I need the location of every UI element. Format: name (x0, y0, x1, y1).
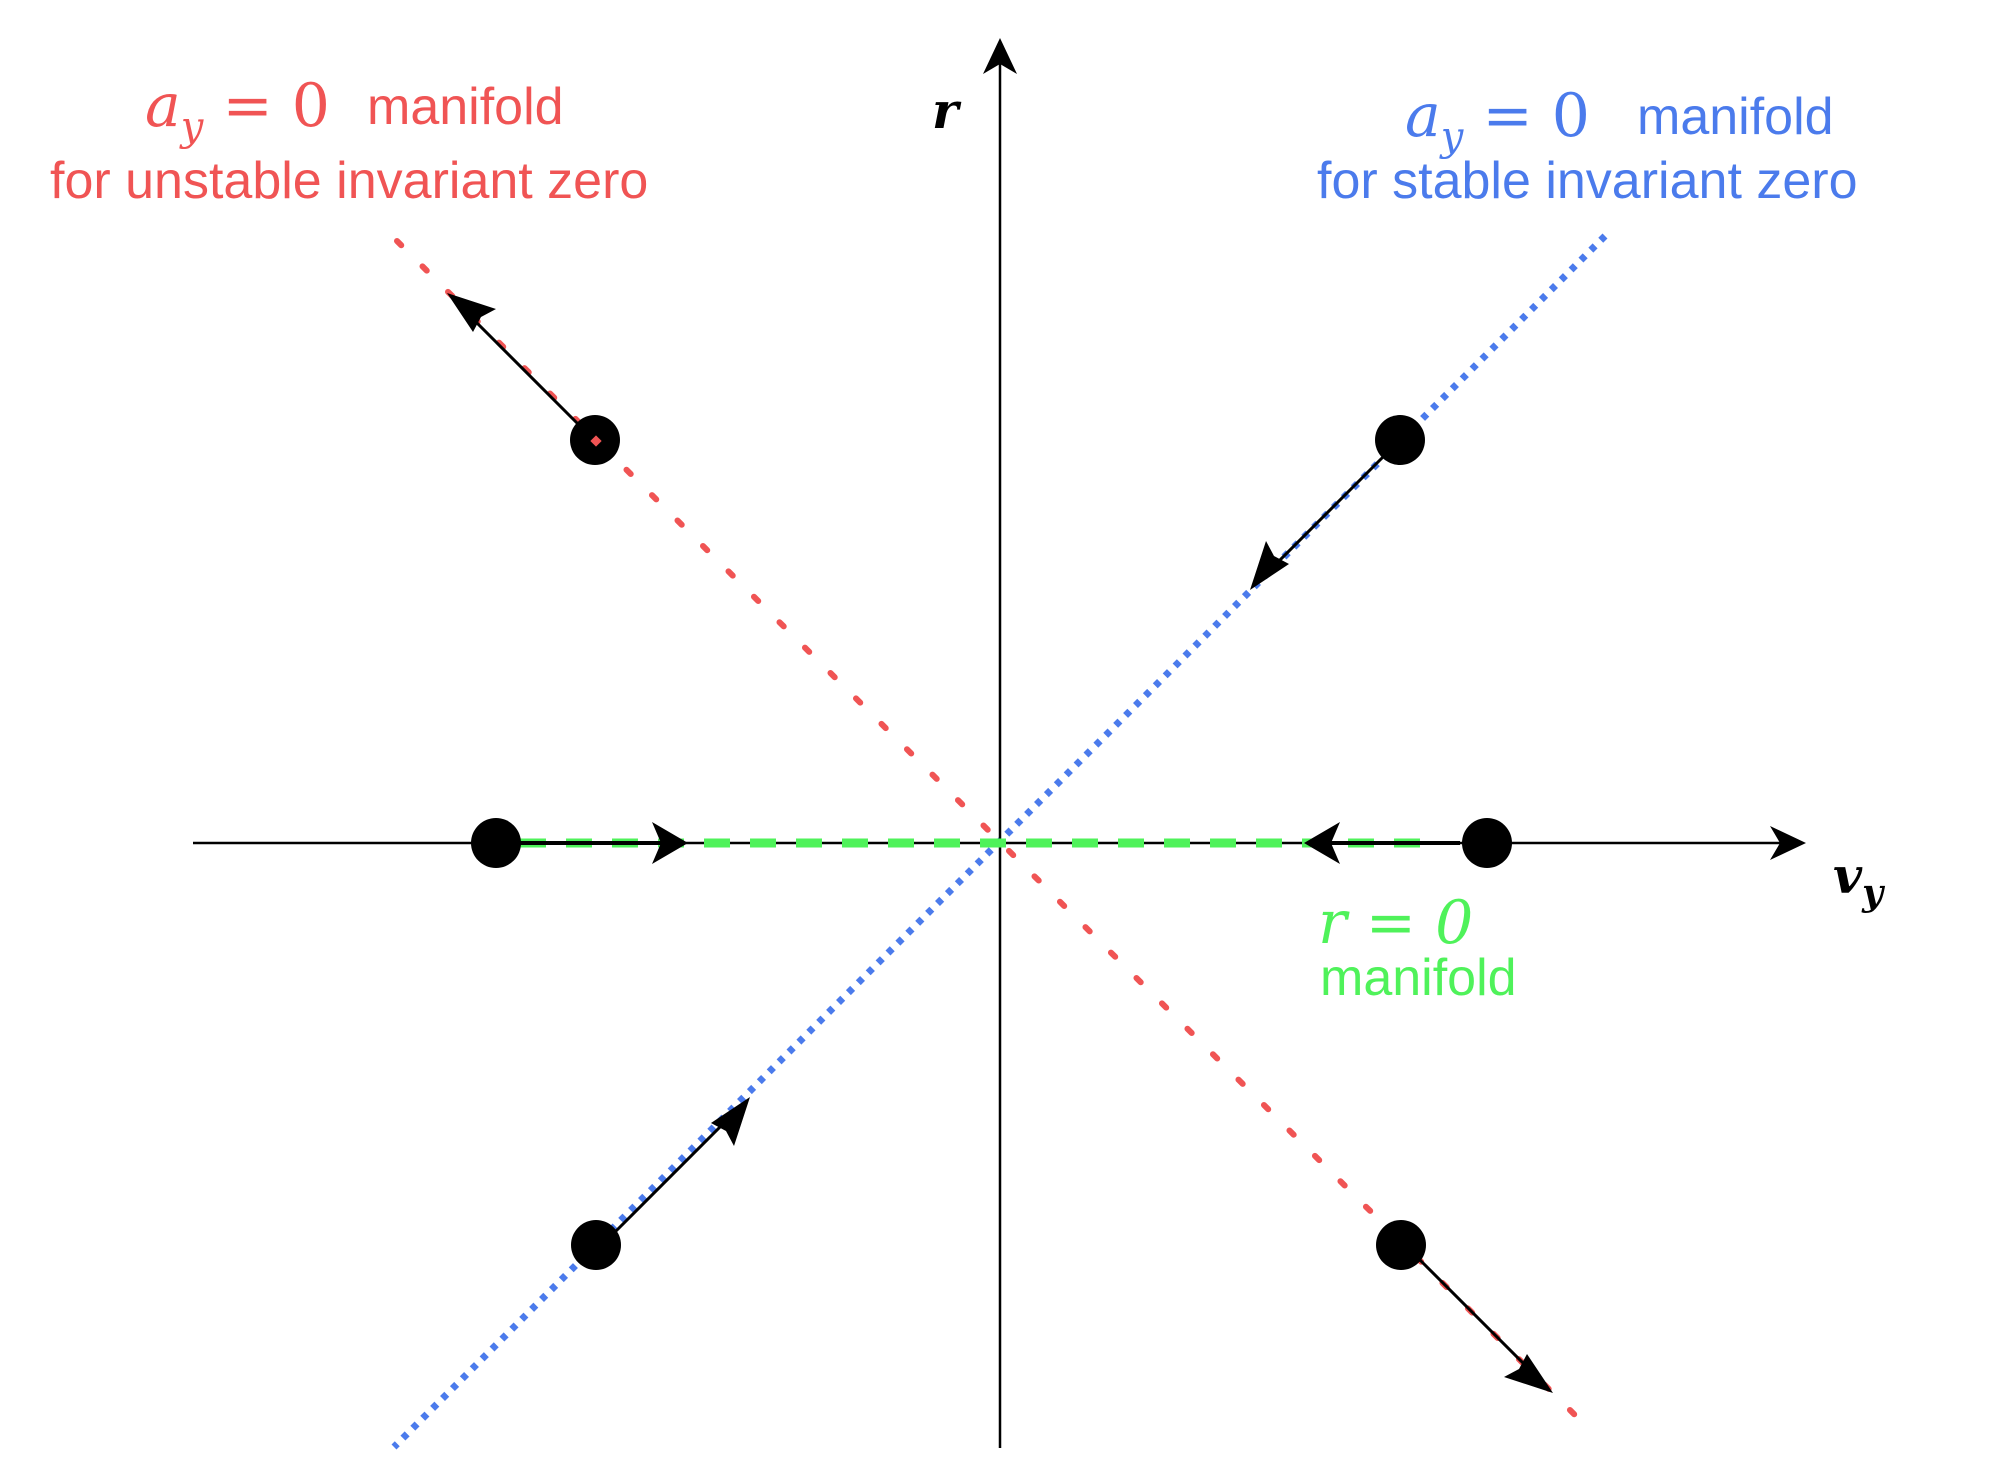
svg-text:ay = 0: ay = 0 (145, 71, 330, 150)
svg-text:manifold: manifold (367, 78, 564, 136)
state-dot-left (471, 818, 521, 868)
arrowhead-icon (652, 822, 688, 864)
trajectory-upper-left (447, 293, 582, 428)
trajectory-lower-right (1416, 1256, 1553, 1393)
svg-text:r = 0: r = 0 (1318, 888, 1473, 958)
svg-text:for stable invariant zero: for stable invariant zero (1317, 152, 1858, 210)
arrowhead-icon (447, 293, 496, 332)
unstable-manifold-dot-overlay (590, 435, 602, 447)
trajectory-lower-left (613, 1097, 750, 1234)
arrowhead-icon (1250, 541, 1289, 590)
unstable-manifold-label: ay = 0 manifold for unstable invariant z… (50, 71, 648, 210)
state-dot-lower-right (1376, 1220, 1426, 1270)
arrowhead-icon (1304, 822, 1340, 864)
svg-text:for unstable invariant zero: for unstable invariant zero (50, 152, 648, 210)
y-axis-label: r (932, 81, 962, 140)
y-axis-arrowhead (983, 38, 1017, 74)
arrowhead-icon (1504, 1354, 1553, 1393)
svg-text:ay = 0: ay = 0 (1405, 81, 1590, 160)
trajectory-upper-right (1250, 453, 1387, 590)
svg-text:manifold: manifold (1320, 949, 1517, 1007)
state-dot-lower-left (571, 1220, 621, 1270)
stable-manifold-label: ay = 0 manifold for stable invariant zer… (1317, 81, 1858, 210)
x-axis-label: vy (1833, 846, 1885, 914)
svg-text:manifold: manifold (1637, 88, 1834, 146)
state-dot-right (1462, 818, 1512, 868)
trajectory-right (1304, 822, 1460, 864)
r-zero-manifold-label: r = 0 manifold (1318, 888, 1517, 1007)
trajectory-left (520, 822, 688, 864)
arrowhead-icon (711, 1097, 750, 1146)
state-dot-upper-right (1375, 415, 1425, 465)
x-axis-arrowhead (1770, 826, 1806, 860)
